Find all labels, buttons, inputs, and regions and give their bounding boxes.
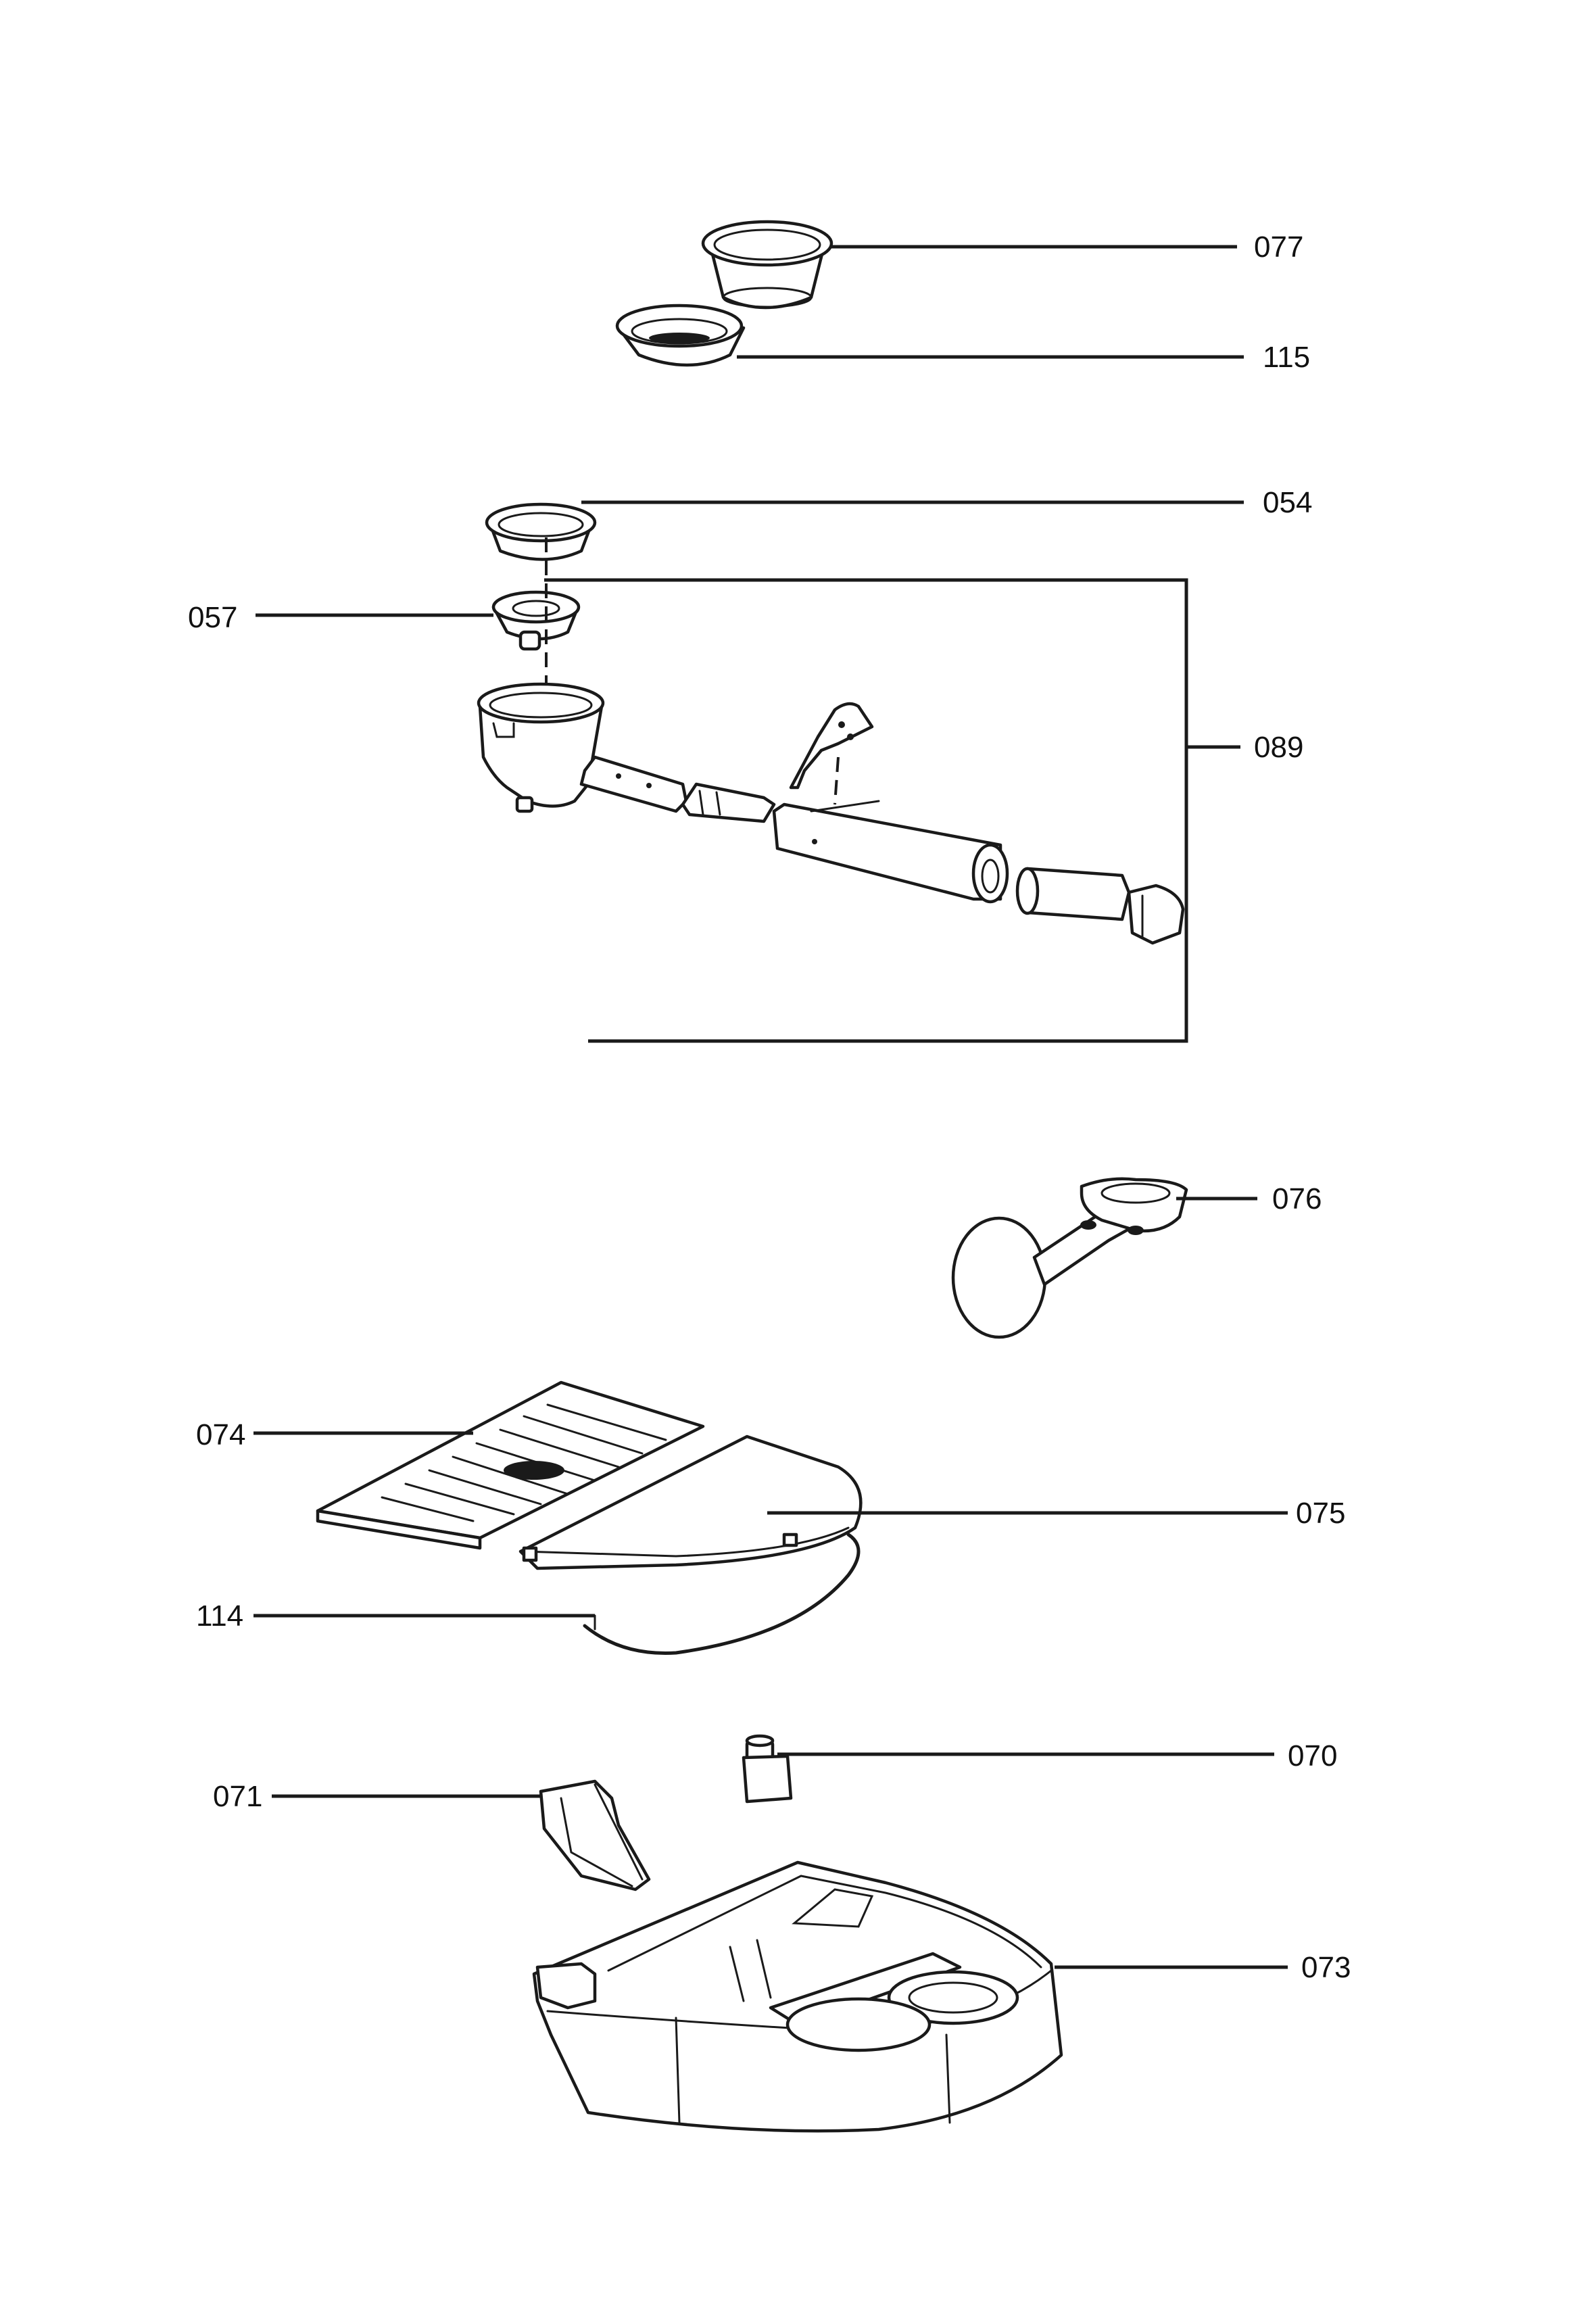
float-pin-icon — [742, 1734, 793, 1804]
measuring-scoop-tamper-icon — [951, 1177, 1188, 1339]
drip-tray-cover-icon — [518, 1434, 863, 1570]
part-label-077: 077 — [1254, 231, 1303, 264]
bracket-icon — [539, 1779, 651, 1891]
drip-tray-icon — [532, 1860, 1063, 2133]
bracket-line-089 — [544, 578, 1188, 1043]
filter-basket-double-icon — [701, 220, 833, 310]
part-label-071: 071 — [213, 1780, 262, 1813]
drip-grid-icon — [316, 1380, 705, 1550]
part-label-115: 115 — [1263, 341, 1310, 374]
part-label-073: 073 — [1301, 1951, 1351, 1984]
part-label-075: 075 — [1296, 1497, 1345, 1530]
part-label-074: 074 — [196, 1418, 245, 1451]
part-label-089: 089 — [1254, 731, 1303, 764]
part-label-057: 057 — [188, 601, 237, 634]
seal-strip-icon — [583, 1533, 861, 1655]
part-label-054: 054 — [1263, 486, 1312, 519]
portafilter-assembly-icon — [477, 537, 1185, 945]
crema-valve-icon — [491, 590, 581, 651]
filter-basket-single-icon — [615, 304, 746, 367]
filter-ring-icon — [485, 502, 597, 561]
part-label-070: 070 — [1288, 1739, 1337, 1772]
part-label-076: 076 — [1272, 1182, 1322, 1215]
part-label-114: 114 — [196, 1599, 243, 1633]
